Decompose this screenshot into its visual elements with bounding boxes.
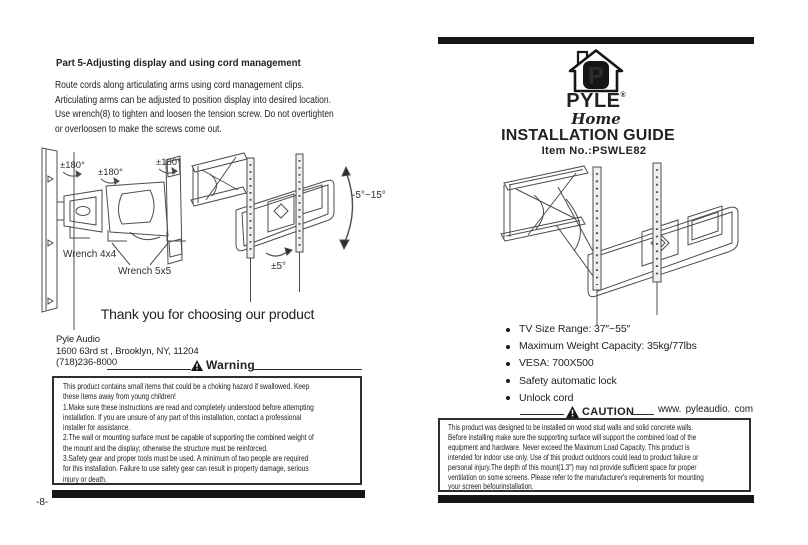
warning-box: This product contains small items that c… [52, 376, 362, 485]
spec-item-vesa: VESA: 700X500 [506, 357, 756, 374]
bullet-icon [506, 396, 510, 401]
company-address: 1600 63rd st , Brooklyn, NY, 11204 [56, 345, 199, 357]
section-heading: Part 5-Adjusting display and using cord … [56, 57, 301, 69]
website-url: www. pyleaudio. com [657, 404, 753, 415]
registered-mark: ® [620, 92, 626, 99]
bullet-icon [506, 327, 510, 332]
page-number: -8- [36, 497, 49, 508]
rotation-label-1: ±180° [60, 160, 85, 171]
left-page-footer-bar [52, 490, 365, 498]
spec-list: TV Size Range: 37″~55″ Maximum Weight Ca… [506, 323, 756, 409]
warning-triangle-icon [191, 359, 203, 371]
item-number: Item No.:PSWLE82 [541, 145, 647, 157]
caution-triangle-icon [566, 406, 579, 418]
brand-text: PYLE [566, 90, 621, 112]
pyle-house-logo-icon: P [568, 49, 624, 93]
section-body-text: Route cords along articulating arms usin… [55, 80, 334, 135]
bullet-icon [506, 344, 510, 349]
right-page-header-bar [438, 37, 754, 44]
warning-rule-right [252, 369, 362, 370]
caution-box: This product was designed to be installe… [438, 418, 751, 492]
spec-item-weight: Maximum Weight Capacity: 35kg/77lbs [506, 340, 756, 357]
bullet-icon [506, 361, 510, 366]
spec-item-unlock-cord: Unlock cord [506, 392, 756, 409]
spec-item-tv-size: TV Size Range: 37″~55″ [506, 323, 756, 340]
spec-text: VESA: 700X500 [519, 357, 594, 370]
company-phone: (718)236-8000 [56, 357, 118, 369]
brand-sub-name: Home [571, 110, 621, 128]
spec-text: TV Size Range: 37″~55″ [519, 323, 631, 335]
caution-rule-left [520, 414, 564, 415]
bullet-icon [506, 379, 510, 384]
wrench-4x4-label: Wrench 4x4 [63, 249, 117, 260]
right-page-footer-bar [438, 495, 754, 503]
arm-adjustment-diagram: ±180° ±180° ±180° Wrench 4x4 Wrench 5x5 … [41, 147, 386, 330]
spec-text: Unlock cord [519, 391, 574, 404]
thank-you-line: Thank you for choosing our product [100, 306, 315, 322]
caution-header: CAUTION [566, 406, 634, 418]
mount-product-diagram [500, 162, 739, 325]
caution-text: This product was designed to be installe… [448, 422, 704, 492]
brand-name: PYLE® [438, 90, 754, 113]
caution-title: CAUTION [582, 406, 635, 418]
rotation-label-3: ±180° [156, 157, 181, 168]
document-title: INSTALLATION GUIDE [501, 127, 675, 144]
spec-text: Safety automatic lock [519, 374, 617, 387]
rotation-label-2: ±180° [98, 167, 123, 178]
warning-header: Warning [191, 358, 255, 372]
logo-letter: P [588, 63, 604, 90]
warning-text: This product contains small items that c… [63, 381, 314, 484]
spec-text: Maximum Weight Capacity: 35kg/77lbs [519, 340, 697, 353]
company-block: Pyle Audio 1600 63rd st , Brooklyn, NY, … [56, 334, 199, 369]
warning-title: Warning [206, 358, 255, 372]
company-name: Pyle Audio [56, 334, 100, 345]
wrench-5x5-label: Wrench 5x5 [118, 266, 172, 277]
warning-rule-left [107, 369, 191, 370]
spec-item-safety-lock: Safety automatic lock [506, 375, 756, 392]
swivel-range-label: ±5° [271, 261, 286, 272]
tilt-range-label: -5°~15° [352, 190, 386, 201]
caution-rule-right [633, 414, 654, 415]
